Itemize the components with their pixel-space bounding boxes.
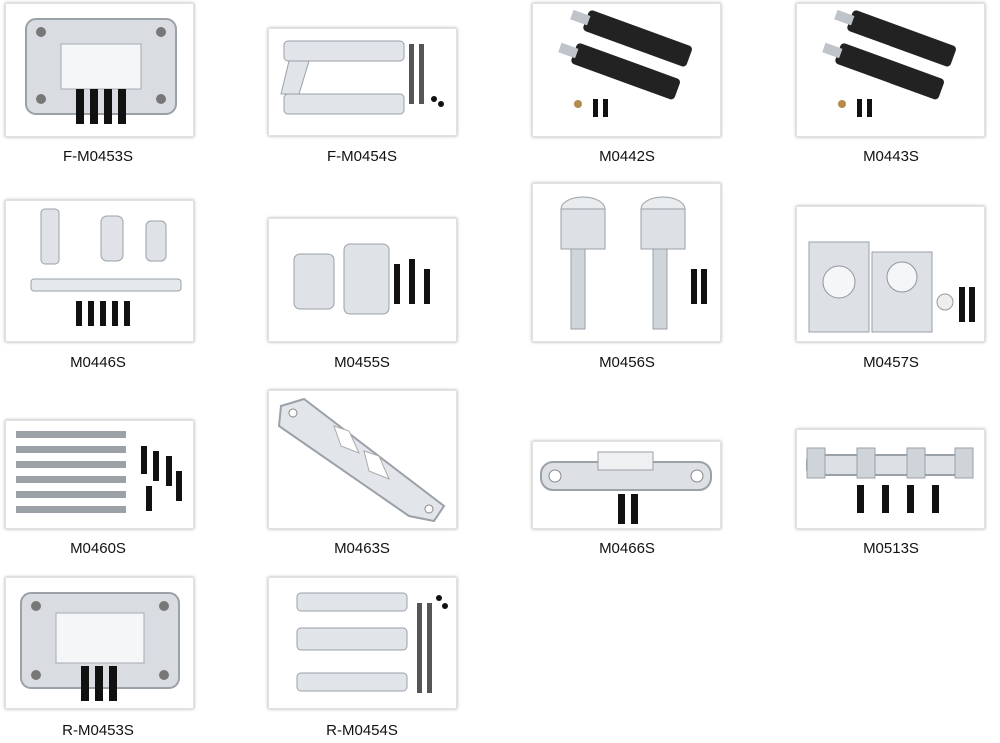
- product-code[interactable]: M0442S: [599, 148, 655, 165]
- front-shock-tower-icon[interactable]: [5, 3, 194, 137]
- product-code[interactable]: M0466S: [599, 540, 655, 557]
- c-hub-icon[interactable]: [268, 218, 457, 342]
- product-code[interactable]: M0446S: [70, 354, 126, 371]
- product-code[interactable]: R-M0454S: [326, 722, 398, 739]
- steering-knuckle-icon[interactable]: [532, 183, 721, 342]
- product-code[interactable]: M0455S: [334, 354, 390, 371]
- shock-absorber-icon[interactable]: [532, 3, 721, 137]
- product-code[interactable]: F-M0453S: [62, 148, 134, 165]
- product-code[interactable]: M0456S: [599, 354, 655, 371]
- product-code[interactable]: M0457S: [863, 354, 919, 371]
- arm-mount-icon[interactable]: [796, 429, 985, 529]
- bumper-mount-icon[interactable]: [532, 441, 721, 529]
- product-code[interactable]: M0513S: [863, 540, 919, 557]
- turnbuckle-set-icon[interactable]: [5, 420, 194, 529]
- product-code[interactable]: M0443S: [863, 148, 919, 165]
- rear-hub-carrier-icon[interactable]: [796, 206, 985, 342]
- chassis-brace-icon[interactable]: [268, 390, 457, 529]
- product-code[interactable]: R-M0453S: [62, 722, 134, 739]
- product-code[interactable]: M0463S: [334, 540, 390, 557]
- rear-shock-tower-icon[interactable]: [5, 577, 194, 709]
- product-code[interactable]: M0460S: [70, 540, 126, 557]
- front-lower-arm-icon[interactable]: [268, 28, 457, 136]
- steering-assembly-icon[interactable]: [5, 200, 194, 342]
- product-code[interactable]: F-M0454S: [326, 148, 398, 165]
- rear-lower-arm-icon[interactable]: [268, 577, 457, 709]
- shock-absorber-icon[interactable]: [796, 3, 985, 137]
